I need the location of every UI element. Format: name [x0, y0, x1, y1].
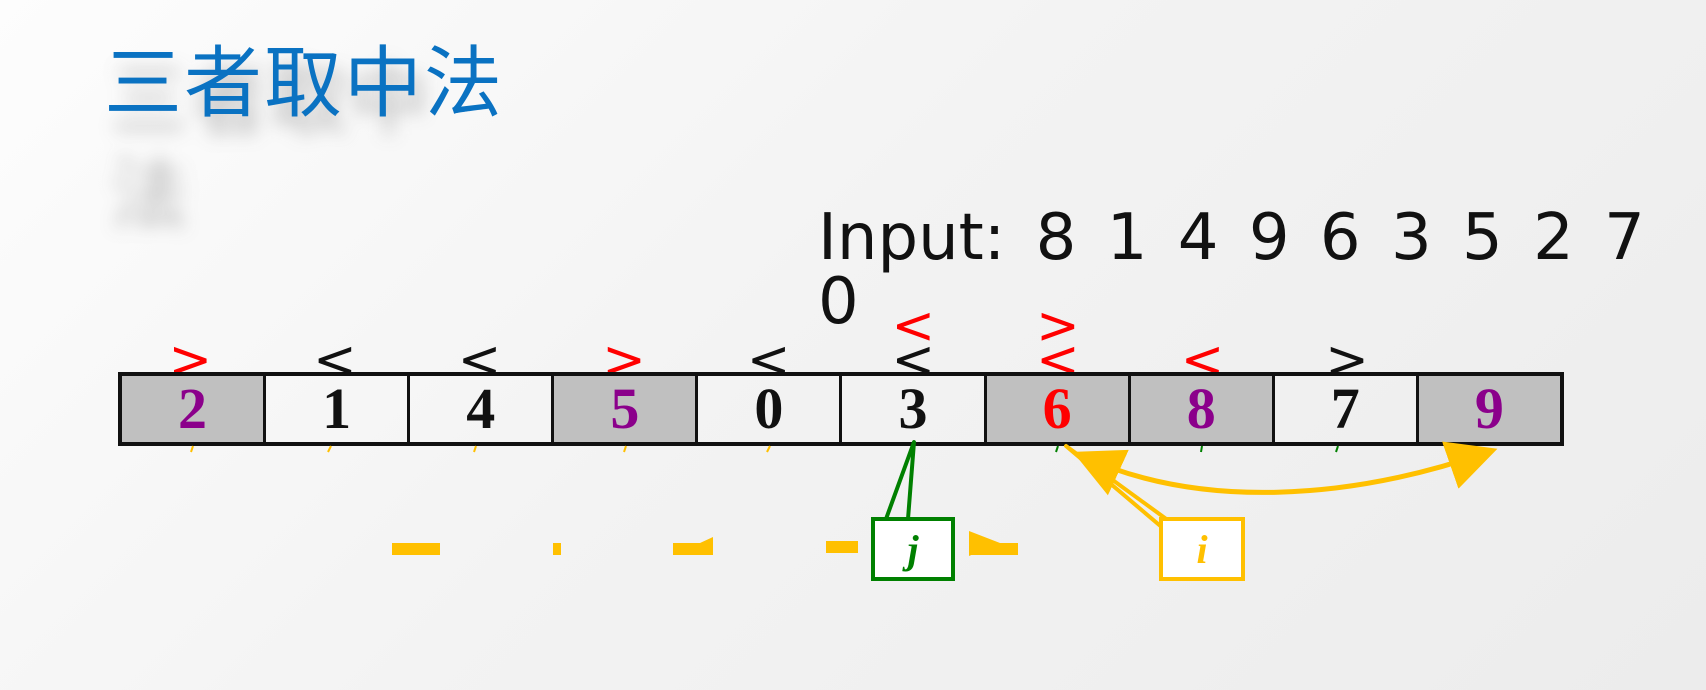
comparison-marker: >	[1325, 330, 1369, 390]
input-value: 6	[1319, 201, 1361, 275]
tick	[1055, 445, 1059, 453]
cell-ticks	[190, 445, 1339, 453]
dash-segment	[392, 543, 440, 555]
tick	[327, 445, 332, 453]
array-cell: 7	[1275, 376, 1419, 442]
title-shadow: 三者取中法	[110, 57, 431, 241]
input-value: 1	[1106, 201, 1148, 275]
page-title: 三者取中法	[104, 39, 505, 129]
input-label: Input:	[818, 201, 1006, 275]
swap-arrow	[1072, 441, 1498, 496]
tick	[1200, 445, 1203, 453]
input-value: 9	[1248, 201, 1290, 275]
array-cell: 9	[1418, 376, 1560, 442]
input-sequence: Input: 8 1 4 9 6 3 5 2 7 0	[818, 206, 1706, 334]
array-cell: 4	[410, 376, 555, 442]
tick	[766, 445, 771, 453]
pointer-i-label: i	[1196, 527, 1207, 572]
dash-segment	[826, 541, 858, 553]
pointer-i: i	[1064, 444, 1245, 581]
input-value: 0	[818, 265, 859, 339]
array-cell: 1	[266, 376, 411, 442]
pointer-j-leader	[884, 440, 916, 520]
array-cell: 8	[1130, 376, 1275, 442]
tick	[1335, 445, 1339, 453]
input-value: 4	[1177, 201, 1219, 275]
pointer-i-leader	[1064, 444, 1182, 531]
array-cell: 6	[986, 376, 1131, 442]
dash-line	[392, 531, 1018, 556]
dash-segment	[969, 543, 1018, 555]
array-cell: 2	[122, 376, 267, 442]
array-cell: 3	[842, 376, 987, 442]
pointer-j: j	[871, 440, 955, 581]
comparison-marker: <	[313, 330, 357, 390]
pointer-j-box	[871, 517, 955, 581]
dash-segment	[553, 543, 561, 555]
tick	[473, 445, 477, 453]
comparison-marker: <	[457, 330, 502, 390]
comparison-marker: >	[1036, 296, 1080, 356]
input-value: 2	[1533, 201, 1574, 275]
array-cell: 5	[554, 376, 699, 442]
input-value: 7	[1604, 201, 1645, 275]
array-cell: 0	[698, 376, 843, 442]
comparison-marker: <	[746, 330, 791, 390]
comparison-marker: <	[891, 296, 936, 356]
dash-segment	[673, 543, 713, 555]
title-block: 三者取中法 三者取中法	[104, 38, 505, 241]
tick	[623, 445, 627, 453]
array-row: 2 1 4 5 0 3 6 8 7 9	[118, 372, 1564, 446]
comparison-marker: <	[891, 330, 936, 390]
dash-segment	[700, 537, 713, 543]
swap-arrow-curve	[1072, 441, 1498, 496]
input-value: 8	[1035, 201, 1077, 275]
pointer-i-box	[1159, 517, 1245, 581]
tick	[190, 445, 194, 453]
input-value: 5	[1462, 201, 1503, 275]
input-value: 3	[1390, 201, 1432, 275]
